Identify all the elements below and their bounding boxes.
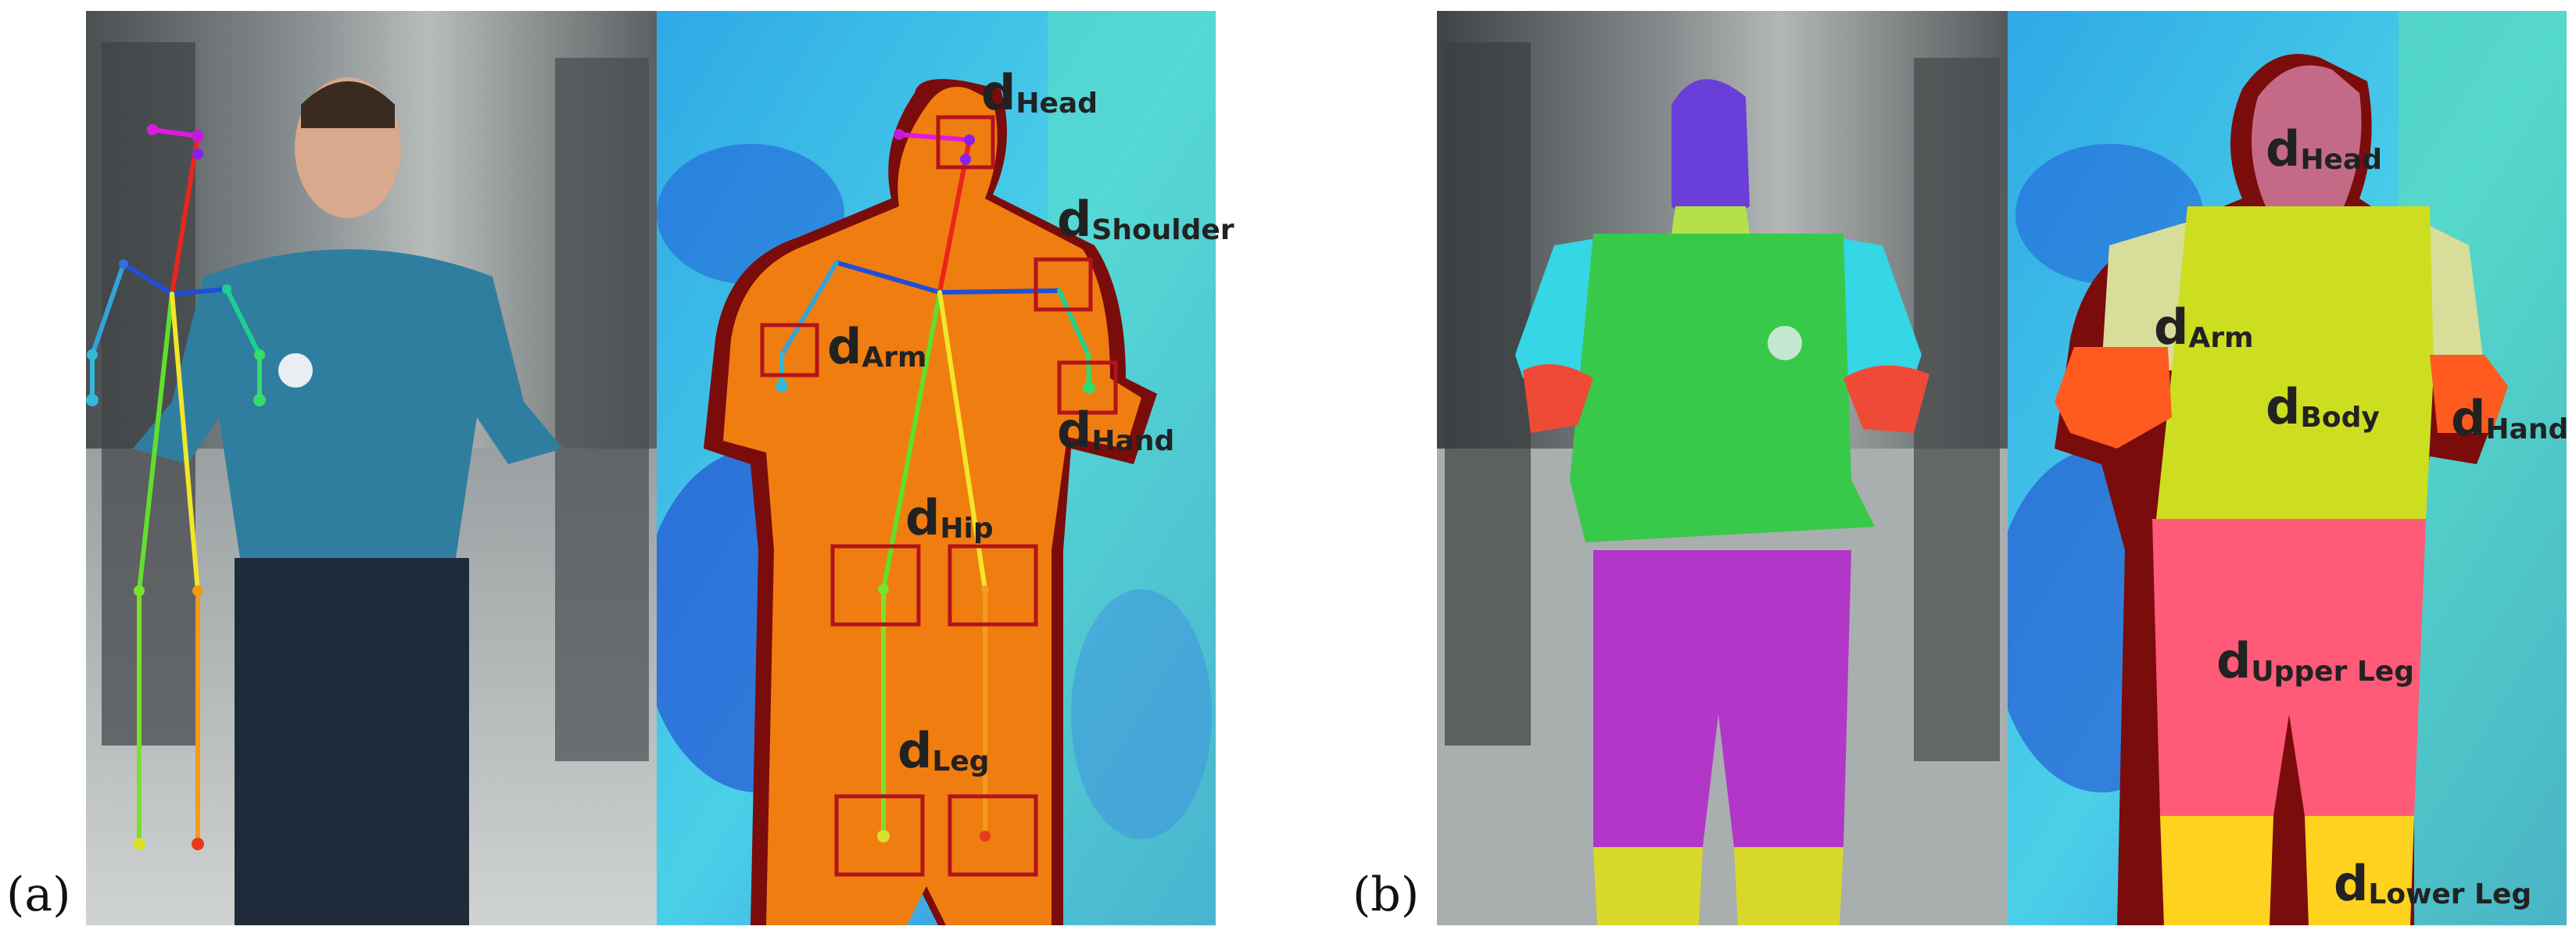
seg-arms-right <box>1836 238 1922 378</box>
panel-label-b: (b) <box>1352 867 1420 922</box>
label-d-head-a: dHead <box>981 64 1098 121</box>
label-d-body: dBody <box>2266 378 2380 435</box>
roi-box-leg-right <box>948 794 1038 877</box>
dseg-hands-left <box>2055 347 2172 449</box>
skeleton-left-arm-line <box>90 262 126 357</box>
dseg-head <box>2252 65 2362 207</box>
roi-box-arm <box>760 323 819 377</box>
skeleton-overlay <box>86 124 266 850</box>
label-d-head-b: dHead <box>2266 120 2382 177</box>
label-d-hand-b: dHand <box>2451 390 2569 447</box>
roi-box-shoulder <box>1034 257 1093 312</box>
seg-arms-left <box>1515 238 1601 378</box>
seg-lower-leg <box>1593 847 1703 925</box>
panel-label-a: (a) <box>6 867 71 922</box>
label-d-lower-leg: dLower Leg <box>2334 855 2532 912</box>
seg-head <box>1671 79 1750 222</box>
skeleton-head-line <box>150 127 200 138</box>
seg-hands-right <box>1843 365 1929 433</box>
dseg-arms-left <box>2101 222 2187 370</box>
roi-box-hip-right <box>948 544 1038 627</box>
seg-upper-leg <box>1593 550 1851 847</box>
depth-map-segmentation <box>2008 11 2567 925</box>
dseg-lower-leg <box>2160 816 2273 925</box>
dseg-upper-leg <box>2152 519 2426 816</box>
label-d-arm-a: dArm <box>827 318 927 375</box>
skeleton-spine-line <box>170 134 200 296</box>
roi-box-hand <box>1057 360 1118 415</box>
dseg-hands-right <box>2430 355 2508 433</box>
seg-hands-left <box>1523 364 1593 433</box>
skeleton-shoulder-line <box>121 262 174 296</box>
skeleton-right-arm-line <box>224 287 262 357</box>
dseg-body <box>2156 206 2434 519</box>
label-d-hip: dHip <box>905 489 994 546</box>
label-d-upper-leg: dUpper Leg <box>2216 632 2414 689</box>
label-d-arm-b: dArm <box>2154 299 2254 356</box>
rgb-image-skeleton <box>86 11 657 925</box>
label-d-leg: dLeg <box>897 722 990 779</box>
skeleton-left-leg-line <box>137 291 174 593</box>
roi-box-head <box>936 115 995 170</box>
roi-box-hip-left <box>830 544 921 627</box>
depth-skeleton-overlay <box>760 115 1118 877</box>
skeleton-right-leg-line <box>170 291 200 593</box>
label-d-hand-a: dHand <box>1057 402 1175 459</box>
label-d-shoulder: dShoulder <box>1057 191 1234 248</box>
seg-torso <box>1570 234 1875 542</box>
dseg-arms-right <box>2422 222 2485 370</box>
rgb-image-segmentation <box>1437 11 2008 925</box>
roi-box-leg-left <box>834 794 925 877</box>
